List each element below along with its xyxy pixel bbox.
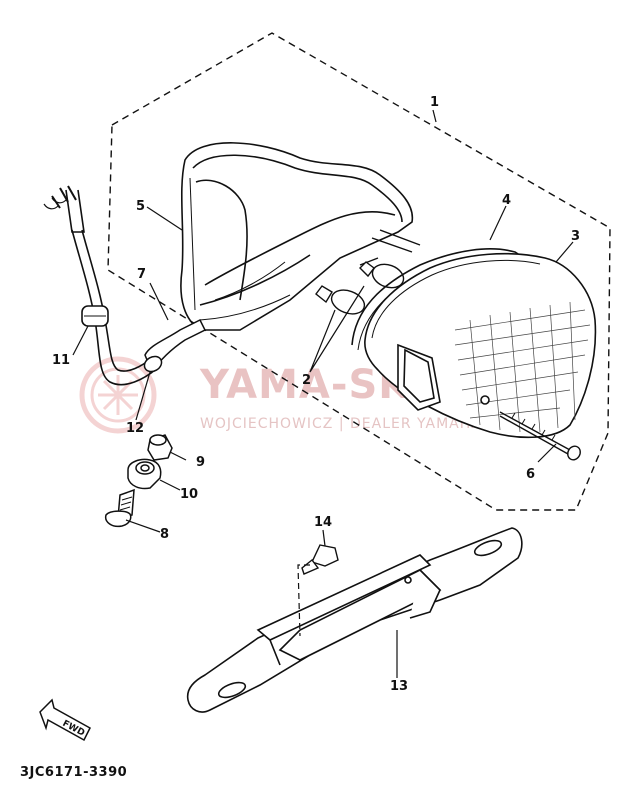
harness-grommet [143,318,207,374]
callout-2: 2 [302,373,311,388]
grommet [127,458,162,490]
callout-7: 7 [137,267,146,282]
taillight-lens [364,252,597,439]
callout-5: 5 [136,199,145,214]
callout-1: 1 [430,95,439,110]
watermark-subtitle: WOJCIECHOWICZ | DEALER YAMAHA [200,416,482,432]
collar [147,434,173,461]
bolt-guide-line [297,564,310,637]
callout-4: 4 [502,193,511,208]
callout-6: 6 [526,467,535,482]
bulb-lower [315,285,366,315]
lens-gasket [351,248,531,346]
license-bracket [186,527,523,713]
callout-8: 8 [160,527,169,542]
callout-12: 12 [126,421,144,436]
watermark-logo [79,356,157,434]
taillight-housing [180,142,414,331]
callout-3: 3 [571,229,580,244]
callout-13: 13 [390,679,408,694]
part-code: 3JC6171-3390 [20,765,127,780]
callout-11: 11 [52,353,70,368]
bracket-bolt [301,544,339,575]
callout-14: 14 [314,515,332,530]
leader-lines [72,109,574,678]
wire-harness [43,185,156,386]
bulbs [315,229,421,315]
lens-prism-texture [454,301,591,433]
callout-10: 10 [180,487,198,502]
callout-9: 9 [196,455,205,470]
callouts: 1 2 3 4 5 6 7 8 9 10 11 12 13 14 [52,95,580,694]
mounting-bolt [104,488,135,528]
bulb-upper [359,257,405,289]
lens-screw [499,411,581,461]
fwd-arrow: FWD [39,698,91,742]
assembly-boundary [107,32,611,511]
